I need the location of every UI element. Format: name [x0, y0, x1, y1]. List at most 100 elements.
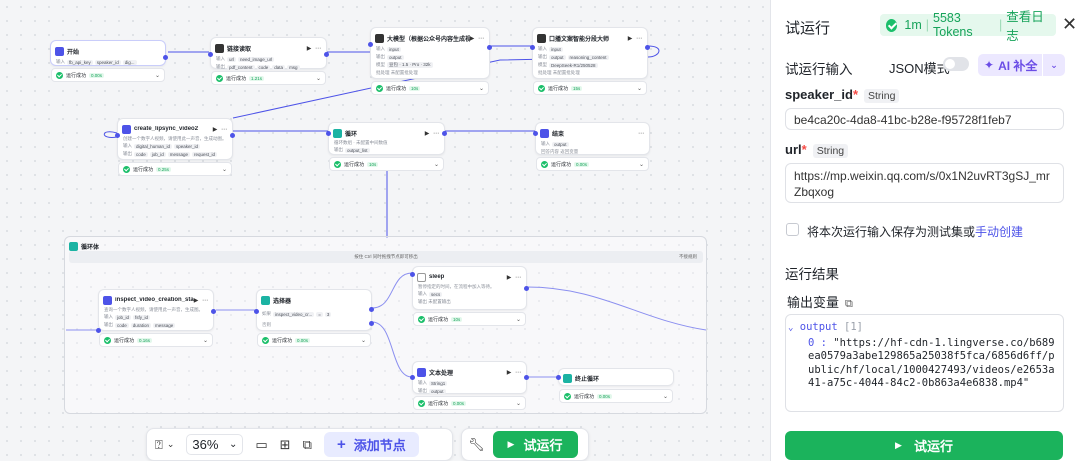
- output-port[interactable]: [324, 52, 329, 57]
- node-actions-icon[interactable]: ▶ ⋯: [469, 35, 485, 42]
- layout-icon[interactable]: ⊞: [279, 436, 291, 452]
- input-port[interactable]: [533, 131, 538, 136]
- output-port[interactable]: [211, 309, 216, 314]
- if-port[interactable]: [369, 307, 374, 312]
- view-log-link[interactable]: 查看日志: [1006, 10, 1044, 43]
- output-port[interactable]: [487, 45, 492, 50]
- close-icon[interactable]: ✕: [1062, 14, 1078, 34]
- time-badge: 10s: [367, 161, 379, 167]
- input-port[interactable]: [556, 375, 561, 380]
- node-actions-icon[interactable]: ▶ ⋯: [627, 35, 643, 42]
- input-port[interactable]: [326, 131, 331, 136]
- input-port[interactable]: [115, 133, 120, 138]
- node-actions-icon[interactable]: ⋯: [638, 130, 645, 137]
- json-mode-label: JSON模式: [889, 61, 950, 76]
- output-port[interactable]: [524, 286, 529, 291]
- chevron-down-icon[interactable]: ⌄: [478, 85, 484, 92]
- node-actions-icon[interactable]: ▶ ⋯: [306, 45, 322, 52]
- chevron-down-icon[interactable]: ⌄: [662, 393, 668, 400]
- output-port[interactable]: [524, 375, 529, 380]
- node-actions-icon[interactable]: ▶ ⋯: [506, 274, 522, 281]
- input-port[interactable]: [410, 272, 415, 277]
- json-mode-toggle[interactable]: [943, 57, 969, 71]
- node-actions-icon[interactable]: ▶ ⋯: [212, 126, 228, 133]
- success-icon: [56, 71, 63, 79]
- status-text: 运行成功: [386, 85, 407, 92]
- node-create-lipsync-video[interactable]: create_lipsync_video2▶ ⋯ 创建一个数字人视频，请使用此一…: [115, 118, 235, 176]
- add-node-button[interactable]: +添加节点: [323, 432, 419, 457]
- input-port[interactable]: [254, 309, 259, 314]
- chevron-down-icon[interactable]: ⌄: [202, 337, 208, 344]
- stop-icon: [563, 373, 572, 383]
- input-port[interactable]: [208, 52, 213, 57]
- input-port[interactable]: [410, 375, 415, 380]
- chevron-down-icon[interactable]: ⌄: [315, 75, 321, 82]
- panel-run-button[interactable]: ▶试运行: [785, 431, 1063, 460]
- chevron-down-icon[interactable]: ⌄: [433, 161, 439, 168]
- run-button[interactable]: ▶试运行: [492, 431, 578, 458]
- url-input[interactable]: https://mp.weixin.qq.com/s/0x1N2uvRT3gSJ…: [785, 163, 1064, 203]
- speaker-id-input[interactable]: be4ca20c-4da8-41bc-b28e-f95728f1feb7: [785, 108, 1064, 130]
- output-port[interactable]: [442, 131, 447, 136]
- node-inspect-video[interactable]: inspect_video_creation_sta...▶ ⋯ 查询一个数字人…: [96, 289, 216, 347]
- chevron-down-icon[interactable]: ⌄: [788, 323, 794, 333]
- node-actions-icon[interactable]: ▶ ⋯: [506, 369, 522, 376]
- param-chip: =: [316, 311, 323, 317]
- input-port[interactable]: [530, 45, 535, 50]
- node-actions-icon[interactable]: ▶ ⋯: [193, 297, 209, 304]
- wrench-icon[interactable]: 🔧︎: [468, 436, 485, 452]
- chevron-down-icon[interactable]: ⌄: [515, 316, 521, 323]
- comment-icon[interactable]: ▭: [255, 436, 268, 452]
- else-port[interactable]: [369, 321, 374, 326]
- chevron-down-icon[interactable]: ⌄: [154, 72, 160, 79]
- chevron-down-icon[interactable]: ⌄: [515, 400, 521, 407]
- chevron-down-icon[interactable]: ⌄: [636, 85, 642, 92]
- hint-right-text[interactable]: 不接规则: [679, 254, 697, 259]
- input-port[interactable]: [96, 328, 101, 333]
- input-port[interactable]: [368, 42, 373, 47]
- save-testset-checkbox[interactable]: [786, 223, 799, 236]
- zoom-select[interactable]: 36%⌄: [186, 434, 244, 455]
- ai-fill-label: AI 补全: [998, 58, 1038, 73]
- output-port[interactable]: [163, 55, 168, 60]
- chevron-down-icon[interactable]: ⌄: [1042, 54, 1065, 76]
- time-badge: 1.21s: [249, 75, 265, 81]
- copy-icon[interactable]: ⧉: [845, 298, 853, 310]
- ai-fill-button[interactable]: ✦AI 补全⌄: [978, 54, 1065, 76]
- chevron-down-icon[interactable]: ⌄: [638, 161, 644, 168]
- node-actions-icon[interactable]: ▶ ⋯: [424, 130, 440, 137]
- output-tree-root[interactable]: ⌄ output [1]: [788, 321, 863, 333]
- manual-create-link[interactable]: 手动创建: [975, 225, 1024, 239]
- output-port[interactable]: [645, 45, 650, 50]
- chevron-down-icon[interactable]: ⌄: [221, 166, 227, 173]
- minimap-icon[interactable]: ⧉: [302, 436, 312, 452]
- chevron-down-icon[interactable]: ⌄: [166, 439, 175, 449]
- chevron-down-icon[interactable]: ⌄: [360, 337, 366, 344]
- mouse-icon[interactable]: ⍰: [155, 436, 163, 452]
- result-section-title: 运行结果: [785, 267, 839, 282]
- output-port[interactable]: [230, 133, 235, 138]
